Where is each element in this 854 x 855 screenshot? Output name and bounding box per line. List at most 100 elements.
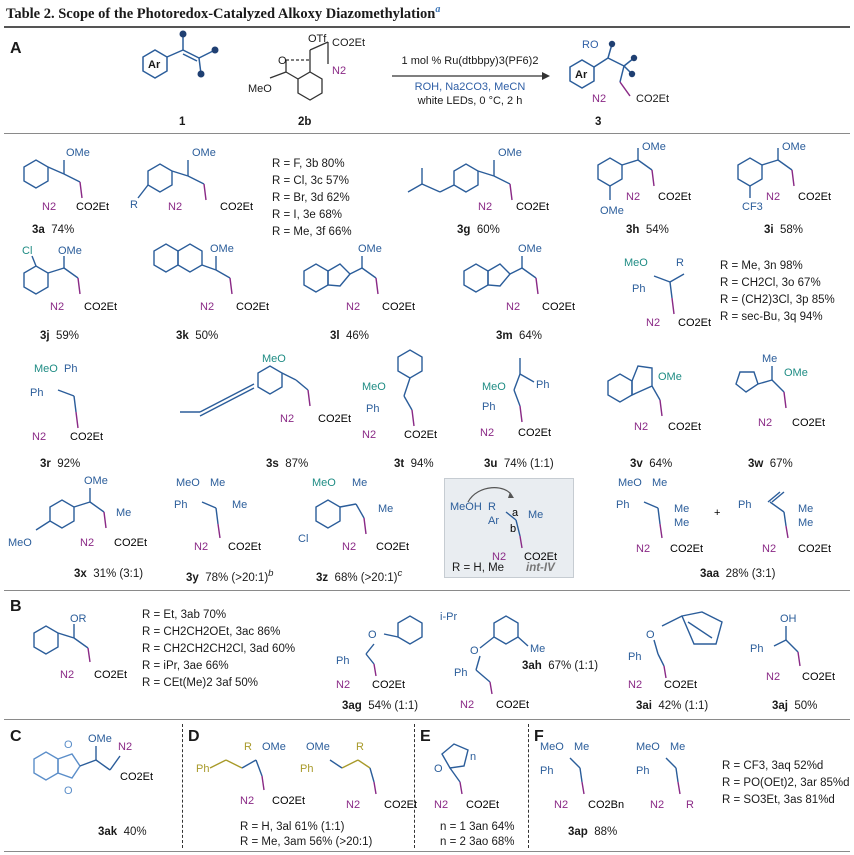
compound-3j-label: 3j 59%: [40, 330, 80, 342]
svg-text:N2: N2: [592, 93, 606, 105]
svg-text:Cl: Cl: [298, 533, 308, 545]
svg-text:N2: N2: [434, 799, 448, 811]
svg-text:MeO: MeO: [362, 381, 386, 393]
svg-text:N2: N2: [460, 699, 474, 711]
svg-text:N2: N2: [492, 551, 506, 563]
svg-text:N2: N2: [758, 417, 772, 429]
svg-text:Cl: Cl: [22, 245, 32, 257]
svg-text:N2: N2: [634, 421, 648, 433]
compound-3k-label: 3k 50%: [176, 330, 219, 342]
svg-text:CO2Et: CO2Et: [332, 37, 365, 49]
compound-3y-label: 3y 78% (>20:1)b: [186, 568, 274, 584]
svg-text:CO2Et: CO2Et: [798, 543, 831, 555]
svg-text:N2: N2: [480, 427, 494, 439]
svg-text:CO2Et: CO2Et: [228, 541, 261, 553]
section-c-label: C: [10, 728, 22, 745]
compound-3aa-label: 3aa 28% (3:1): [700, 568, 776, 580]
svg-text:CF3: CF3: [742, 201, 763, 213]
svg-text:MeO: MeO: [176, 477, 200, 489]
svg-text:CO2Et: CO2Et: [496, 699, 529, 711]
svg-text:MeO: MeO: [34, 363, 58, 375]
svg-text:OMe: OMe: [306, 741, 330, 753]
compound-3l-label: 3l 46%: [330, 330, 370, 342]
svg-text:R: R: [130, 199, 138, 211]
svg-text:N2: N2: [650, 799, 664, 811]
svg-text:O: O: [278, 55, 287, 67]
svg-text:Me: Me: [530, 643, 545, 655]
compound-3w-label: 3w 67%: [748, 458, 793, 470]
compound-3ap-label: 3ap 88%: [568, 826, 618, 838]
compound-3u-label: 3u 74% (1:1): [484, 458, 554, 470]
divider-a: [4, 133, 850, 134]
svg-text:MeO: MeO: [482, 381, 506, 393]
compound-3m-label: 3m 64%: [496, 330, 543, 342]
compound-3-label: 3: [595, 116, 602, 128]
svg-text:CO2Et: CO2Et: [236, 301, 269, 313]
r-list-e: n = 1 3an 64%n = 2 3ao 68%: [440, 821, 515, 848]
svg-text:Me: Me: [352, 477, 367, 489]
svg-text:MeOH: MeOH: [450, 501, 482, 513]
svg-text:CO2Et: CO2Et: [678, 317, 711, 329]
svg-text:O: O: [64, 785, 73, 797]
svg-text:Me: Me: [762, 353, 777, 365]
svg-text:MeO: MeO: [636, 741, 660, 753]
svg-text:+: +: [714, 507, 720, 519]
compound-3ah-label: 3ah 67% (1:1): [522, 660, 599, 672]
svg-text:b: b: [510, 523, 516, 535]
compound-3v-label: 3v 64%: [630, 458, 673, 470]
svg-text:MeO: MeO: [262, 353, 286, 365]
svg-text:OMe: OMe: [658, 371, 682, 383]
product-3-structure: Ar RO N2 CO2Et: [569, 39, 669, 105]
svg-text:N2: N2: [362, 429, 376, 441]
svg-text:O: O: [368, 629, 377, 641]
svg-text:CO2Et: CO2Et: [220, 201, 253, 213]
svg-text:Me: Me: [798, 503, 813, 515]
svg-text:Ph: Ph: [738, 499, 751, 511]
section-f-label: F: [534, 728, 544, 745]
svg-text:Ar: Ar: [575, 69, 588, 81]
svg-text:Me: Me: [674, 503, 689, 515]
svg-text:N2: N2: [332, 65, 346, 77]
svg-text:n: n: [470, 751, 476, 763]
svg-text:Me: Me: [798, 517, 813, 529]
svg-text:OMe: OMe: [358, 243, 382, 255]
svg-text:Ph: Ph: [336, 655, 349, 667]
svg-text:MeO: MeO: [312, 477, 336, 489]
alkene-1-structure: Ar: [142, 30, 219, 79]
svg-text:CO2Et: CO2Et: [384, 799, 417, 811]
svg-text:CO2Et: CO2Et: [70, 431, 103, 443]
svg-text:CO2Et: CO2Et: [84, 301, 117, 313]
svg-text:Ph: Ph: [300, 763, 313, 775]
svg-text:Me: Me: [378, 503, 393, 515]
svg-text:Ar: Ar: [148, 59, 161, 71]
svg-text:CO2Et: CO2Et: [524, 551, 557, 563]
svg-text:RO: RO: [582, 39, 599, 51]
svg-text:OMe: OMe: [210, 243, 234, 255]
svg-text:N2: N2: [506, 301, 520, 313]
svg-text:OMe: OMe: [58, 245, 82, 257]
svg-text:Ph: Ph: [540, 765, 553, 777]
svg-text:R: R: [488, 501, 496, 513]
r-list-3n: R = Me, 3n 98%R = CH2Cl, 3o 67%R = (CH2)…: [720, 260, 835, 323]
svg-text:N2: N2: [478, 201, 492, 213]
compound-3t-label: 3t 94%: [394, 458, 434, 470]
compound-3ai-label: 3ai 42% (1:1): [636, 700, 709, 712]
svg-text:CO2Et: CO2Et: [382, 301, 415, 313]
svg-text:Ph: Ph: [30, 387, 43, 399]
svg-text:N2: N2: [60, 669, 74, 681]
compound-3a-label: 3a 74%: [32, 224, 75, 236]
